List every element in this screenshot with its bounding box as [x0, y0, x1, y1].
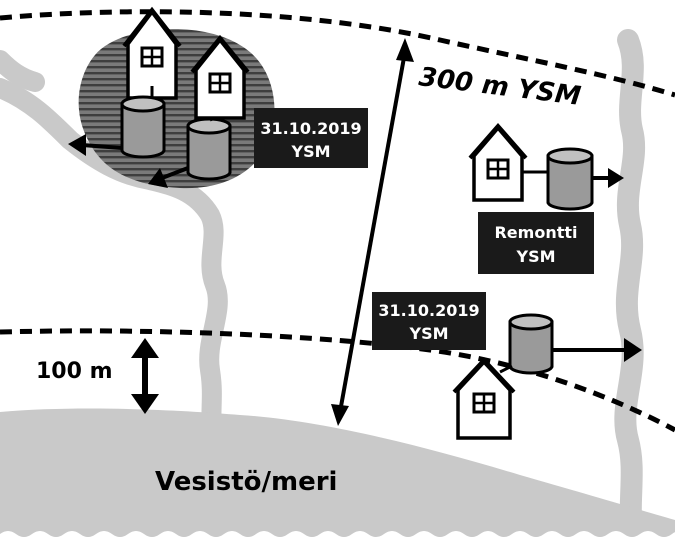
septic-tank-icon — [546, 147, 594, 211]
outflow-arrow-icon — [592, 168, 624, 188]
house-icon — [122, 6, 182, 100]
date-label-box-bottom-right: 31.10.2019 YSM — [372, 292, 486, 350]
outflow-arrow-icon — [552, 338, 642, 362]
box-line1: 31.10.2019 — [260, 119, 361, 138]
box-line1: Remontti — [494, 223, 577, 242]
house-icon — [190, 34, 250, 120]
outflow-arrow-icon — [148, 166, 189, 188]
box-line2: YSM — [515, 247, 555, 266]
water-wave-edge — [0, 531, 675, 542]
house-icon — [452, 357, 516, 440]
date-label-box-top-left: 31.10.2019 YSM — [254, 108, 368, 168]
septic-tank-icon — [120, 95, 166, 159]
river-left — [0, 50, 228, 440]
outflow-arrow-icon — [68, 134, 123, 156]
zone-label-300m: 300 m YSM — [417, 62, 582, 112]
distance-100m-double-arrow-icon — [131, 338, 159, 414]
renovation-label-box: Remontti YSM — [478, 212, 594, 274]
zone-line-300m — [0, 9, 675, 98]
pipe-line — [209, 116, 216, 122]
water-body — [0, 408, 675, 542]
house-icon — [468, 122, 528, 202]
box-line2: YSM — [408, 324, 448, 343]
distance-300m-double-arrow-icon — [331, 38, 414, 426]
septic-tank-icon — [508, 313, 554, 375]
septic-tank-icon — [186, 117, 232, 181]
box-line1: 31.10.2019 — [378, 301, 479, 320]
distance-label-100m: 100 m — [36, 359, 113, 384]
zone-line-100m — [0, 328, 675, 433]
river-right — [614, 29, 646, 541]
box-line2: YSM — [290, 142, 330, 161]
water-body-label: Vesistö/meri — [155, 467, 337, 497]
pipe-line — [499, 364, 513, 374]
